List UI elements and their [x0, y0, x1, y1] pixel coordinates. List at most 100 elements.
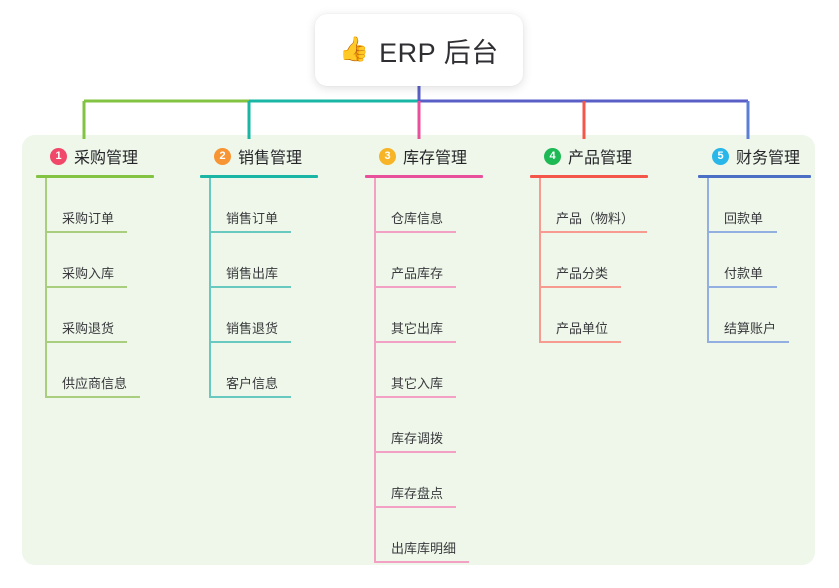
leaf-item[interactable]: 库存盘点 [365, 453, 515, 508]
leaf-label: 回款单 [724, 211, 764, 226]
leaf-list-1: 采购订单采购入库采购退货供应商信息 [36, 178, 186, 398]
branch-title-5: 财务管理 [736, 150, 801, 167]
leaf-item[interactable]: 其它入库 [365, 343, 515, 398]
branch-underline-3 [365, 175, 483, 178]
branch-title-3: 库存管理 [403, 150, 468, 167]
leaf-label: 客户信息 [226, 376, 279, 391]
leaf-label: 库存盘点 [391, 486, 444, 501]
leaf-spine-3 [374, 178, 376, 563]
leaf-label: 销售订单 [226, 211, 279, 226]
leaf-item[interactable]: 付款单 [698, 233, 838, 288]
thumbs-up-emoji: 👍 [339, 36, 370, 63]
branch-underline-4 [530, 175, 648, 178]
leaf-item[interactable]: 库存调拨 [365, 398, 515, 453]
branch-column-2: 2 销售管理销售订单销售出库销售退货客户信息 [200, 143, 350, 398]
leaf-underline [209, 341, 291, 343]
branch-header-3[interactable]: 3 库存管理 [365, 143, 515, 169]
branch-column-4: 4 产品管理产品（物料） 产品分类产品单位 [530, 143, 690, 343]
leaf-underline [707, 286, 777, 288]
leaf-label: 产品库存 [391, 266, 444, 281]
leaf-item[interactable]: 采购入库 [36, 233, 186, 288]
leaf-underline [45, 286, 127, 288]
leaf-list-5: 回款单付款单结算账户 [698, 178, 838, 343]
branch-underline-5 [698, 175, 811, 178]
leaf-spine-5 [707, 178, 709, 343]
leaf-label: 产品单位 [556, 321, 609, 336]
leaf-item[interactable]: 回款单 [698, 178, 838, 233]
leaf-spine-1 [45, 178, 47, 398]
leaf-item[interactable]: 采购订单 [36, 178, 186, 233]
leaf-item[interactable]: 销售退货 [200, 288, 350, 343]
leaf-label: 采购退货 [62, 321, 115, 336]
root-node-card[interactable]: 👍 ERP 后台 [315, 14, 523, 86]
leaf-label: 仓库信息 [391, 211, 444, 226]
leaf-underline [707, 231, 777, 233]
leaf-item[interactable]: 客户信息 [200, 343, 350, 398]
leaf-underline [539, 286, 621, 288]
leaf-label: 其它出库 [391, 321, 444, 336]
leaf-item[interactable]: 供应商信息 [36, 343, 186, 398]
branch-title-2: 销售管理 [238, 150, 303, 167]
leaf-list-2: 销售订单销售出库销售退货客户信息 [200, 178, 350, 398]
leaf-list-4: 产品（物料） 产品分类产品单位 [530, 178, 690, 343]
branch-column-3: 3 库存管理仓库信息产品库存其它出库其它入库库存调拨库存盘点出库库明细 [365, 143, 515, 563]
leaf-label: 出库库明细 [391, 541, 457, 556]
leaf-item[interactable]: 结算账户 [698, 288, 838, 343]
leaf-label: 其它入库 [391, 376, 444, 391]
branch-column-1: 1 采购管理采购订单采购入库采购退货供应商信息 [36, 143, 186, 398]
leaf-item[interactable]: 出库库明细 [365, 508, 515, 563]
branch-title-4: 产品管理 [568, 150, 633, 167]
leaf-item[interactable]: 产品（物料） [530, 178, 690, 233]
leaf-underline [374, 451, 456, 453]
leaf-label: 采购订单 [62, 211, 115, 226]
leaf-underline [374, 396, 456, 398]
leaf-item[interactable]: 仓库信息 [365, 178, 515, 233]
leaf-label: 销售退货 [226, 321, 279, 336]
branch-badge-5: 5 [712, 147, 729, 165]
leaf-underline [374, 561, 469, 563]
branch-header-4[interactable]: 4 产品管理 [530, 143, 690, 169]
leaf-label: 销售出库 [226, 266, 279, 281]
leaf-underline [374, 341, 456, 343]
leaf-label: 结算账户 [724, 321, 777, 336]
leaf-item[interactable]: 销售订单 [200, 178, 350, 233]
leaf-underline [45, 396, 140, 398]
leaf-item[interactable]: 产品单位 [530, 288, 690, 343]
leaf-underline [374, 506, 456, 508]
leaf-spine-2 [209, 178, 211, 398]
leaf-underline [539, 341, 621, 343]
leaf-underline [209, 231, 291, 233]
leaf-label: 产品分类 [556, 266, 609, 281]
leaf-underline [209, 396, 291, 398]
leaf-item[interactable]: 销售出库 [200, 233, 350, 288]
branch-underline-2 [200, 175, 318, 178]
leaf-label: 库存调拨 [391, 431, 444, 446]
leaf-label: 供应商信息 [62, 376, 128, 391]
leaf-item[interactable]: 采购退货 [36, 288, 186, 343]
branch-badge-2: 2 [214, 147, 231, 165]
leaf-spine-4 [539, 178, 541, 343]
branch-badge-1: 1 [50, 147, 67, 165]
branch-column-5: 5 财务管理回款单付款单结算账户 [698, 143, 838, 343]
branch-title-1: 采购管理 [74, 150, 139, 167]
branch-header-2[interactable]: 2 销售管理 [200, 143, 350, 169]
leaf-list-3: 仓库信息产品库存其它出库其它入库库存调拨库存盘点出库库明细 [365, 178, 515, 563]
leaf-underline [45, 231, 127, 233]
leaf-item[interactable]: 产品分类 [530, 233, 690, 288]
leaf-item[interactable]: 其它出库 [365, 288, 515, 343]
branch-header-5[interactable]: 5 财务管理 [698, 143, 838, 169]
leaf-item[interactable]: 产品库存 [365, 233, 515, 288]
leaf-label: 付款单 [724, 266, 764, 281]
root-node-title: ERP 后台 [379, 37, 499, 68]
branch-badge-3: 3 [379, 147, 396, 165]
leaf-underline [707, 341, 789, 343]
leaf-underline [539, 231, 647, 233]
branch-underline-1 [36, 175, 154, 178]
branch-badge-4: 4 [544, 147, 561, 165]
leaf-underline [374, 231, 456, 233]
leaf-underline [374, 286, 456, 288]
leaf-underline [45, 341, 127, 343]
branch-header-1[interactable]: 1 采购管理 [36, 143, 186, 169]
leaf-label: 产品（物料） [556, 211, 635, 226]
